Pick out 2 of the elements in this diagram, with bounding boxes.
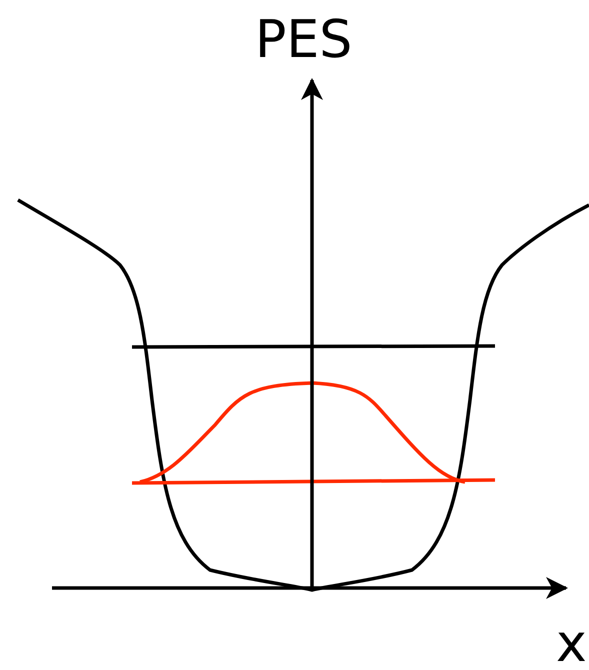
axis-label: x [556,618,587,670]
axis-label: PES [255,14,352,66]
